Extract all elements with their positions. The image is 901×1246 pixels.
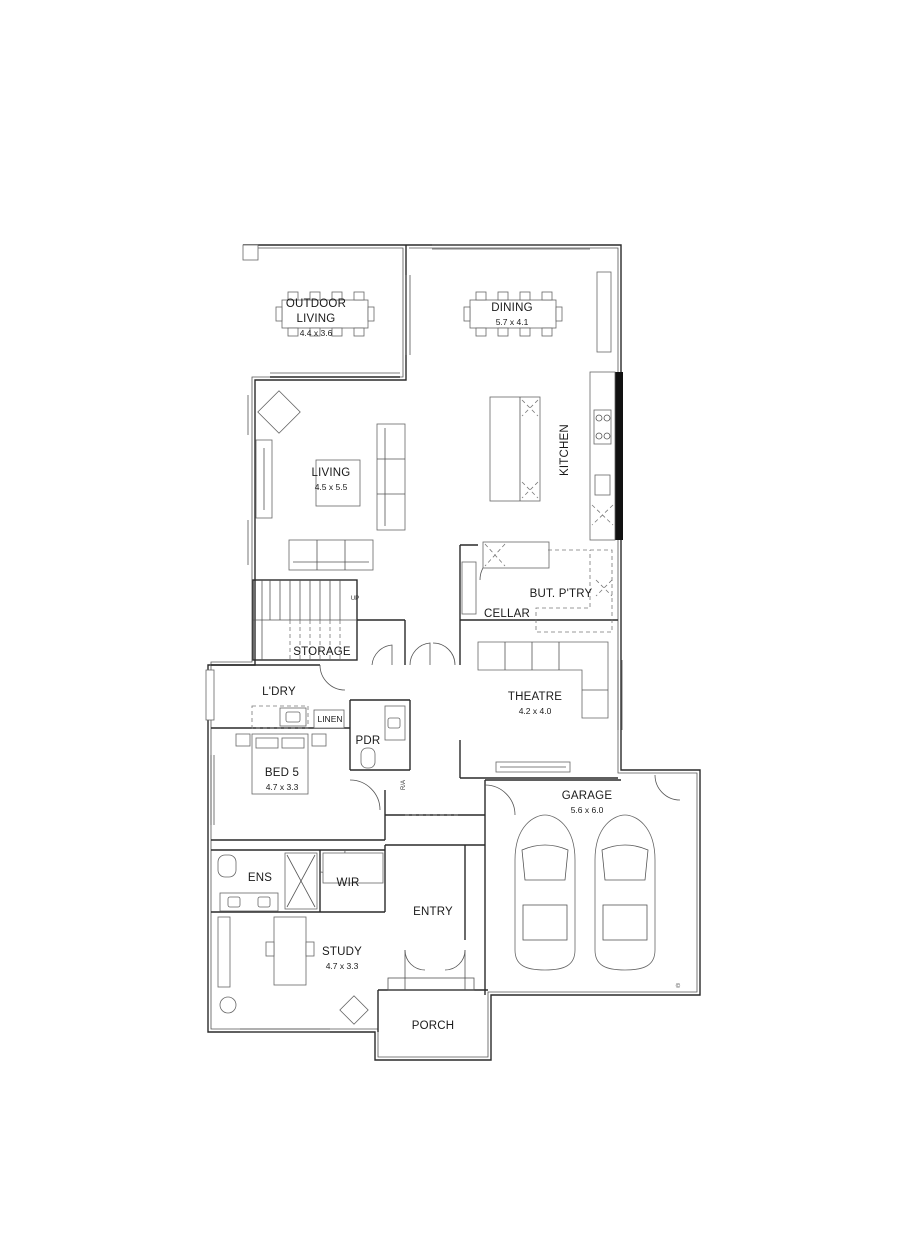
coffee-table [315,459,361,507]
ens-label: ENS [248,872,272,884]
kitchen-bench [589,371,623,541]
theatre-sofa [477,641,609,719]
copyright-mark: © [676,983,681,990]
laundry-bench [251,705,345,729]
laundry-label: L'DRY [262,686,296,698]
cellar-rack [461,561,477,615]
study-size: 4.7 x 3.3 [326,961,359,971]
car-left [514,814,576,971]
bed5-size: 4.7 x 3.3 [266,782,299,792]
stair-up-label: UP [351,596,359,602]
dining-label: DINING [491,302,532,314]
dining-sideboard [596,271,612,353]
living-sofa-south [288,539,374,571]
pdr-toilet [360,747,376,769]
garage-size: 5.6 x 6.0 [571,805,604,815]
theatre-size: 4.2 x 4.0 [519,706,552,716]
kitchen-island [489,396,541,502]
outdoor-table [275,291,375,337]
study-plant [219,996,237,1014]
room-labels: OUTDOOR LIVING 4.4 x 3.6 DINING 5.7 x 4.… [248,298,681,1032]
corner-column [242,244,259,261]
garage-label: GARAGE [562,790,613,802]
storage-label: STORAGE [293,646,351,658]
outdoor-living-label-2: LIVING [297,313,336,325]
ens-shower [284,852,318,910]
entry-label: ENTRY [413,906,453,918]
study-shelf [217,916,231,988]
study-desk [265,916,315,986]
theatre-label: THEATRE [508,691,562,703]
but-pantry-label: BUT. P'TRY [530,588,593,600]
cellar-label: CELLAR [484,608,530,620]
bed5-bed [235,733,327,795]
pdr-label: PDR [356,735,381,747]
outdoor-living-label: OUTDOOR [286,298,346,310]
kitchen-label: KITCHEN [559,424,571,476]
study-chair [339,995,369,1025]
bed5-label: BED 5 [265,767,299,779]
living-size: 4.5 x 5.5 [315,482,348,492]
wir-label: WIR [337,877,360,889]
armchair [257,390,301,434]
ra-label: R/A [401,780,407,790]
outdoor-living-size: 4.4 x 3.6 [300,328,333,338]
dining-table [463,291,563,337]
butlers-pantry-bench [482,541,613,633]
living-sofa-east [376,423,406,531]
ens-toilet [217,854,237,878]
furniture [217,271,656,1025]
dining-size: 5.7 x 4.1 [496,317,529,327]
study-label: STUDY [322,946,362,958]
porch-label: PORCH [412,1020,455,1032]
wir-shelf [322,852,384,884]
porch-step [387,977,475,991]
linen-label: LINEN [317,714,342,724]
living-label: LIVING [312,467,351,479]
laundry-window [205,669,215,721]
staircase [261,580,341,660]
car-right [594,814,656,971]
